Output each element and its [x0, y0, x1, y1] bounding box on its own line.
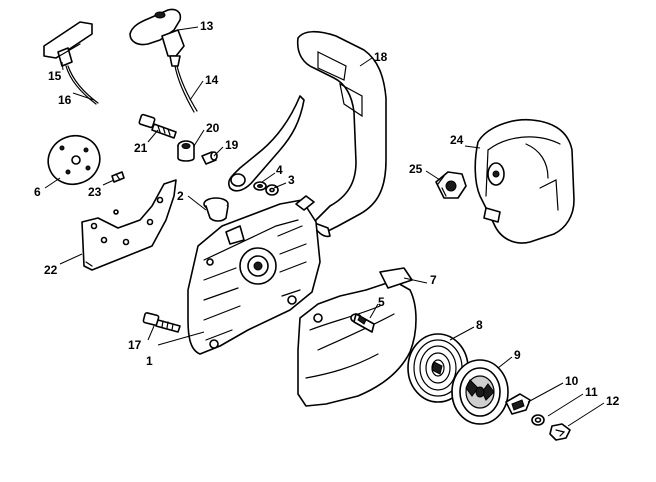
part-7-rope-guide[interactable]: [297, 267, 417, 407]
callout-10: 10: [565, 374, 579, 388]
callout-4: 4: [276, 163, 283, 177]
part-2-cap[interactable]: [203, 197, 229, 222]
callout-15: 15: [48, 69, 62, 83]
part-11-washer[interactable]: [531, 414, 545, 426]
callout-11: 11: [585, 385, 598, 399]
part-14-rope[interactable]: [174, 65, 195, 113]
part-21-screw[interactable]: [138, 113, 177, 139]
part-4-bushing[interactable]: [253, 181, 267, 191]
callout-22: 22: [44, 263, 58, 277]
part-10-pawl[interactable]: [505, 393, 531, 415]
callout-8: 8: [476, 318, 483, 332]
part-3-washer[interactable]: [265, 184, 279, 196]
callout-17: 17: [128, 338, 142, 352]
leader-lines: [44, 26, 605, 427]
callout-13: 13: [200, 19, 214, 33]
part-17-screw[interactable]: [142, 312, 181, 333]
callout-24: 24: [450, 133, 464, 147]
part-20-sleeve[interactable]: [177, 140, 195, 162]
part-5-pin[interactable]: [350, 313, 375, 333]
callout-19: 19: [225, 138, 239, 152]
part-12-spring-clip[interactable]: [549, 423, 571, 441]
callout-6: 6: [34, 185, 41, 199]
callout-21: 21: [134, 141, 148, 155]
callout-3: 3: [288, 173, 295, 187]
callout-25: 25: [409, 162, 423, 176]
part-22-bracket[interactable]: [81, 179, 177, 271]
callout-14: 14: [205, 73, 219, 87]
callout-7: 7: [430, 273, 437, 287]
callout-1: 1: [146, 354, 153, 368]
callout-16: 16: [58, 93, 72, 107]
part-25-nut[interactable]: [435, 171, 467, 199]
callout-9: 9: [514, 348, 521, 362]
part-16-starter-rope[interactable]: [65, 65, 97, 105]
callout-5: 5: [378, 295, 385, 309]
callout-2: 2: [177, 189, 184, 203]
part-24-shroud[interactable]: [474, 118, 575, 244]
part-15-starter-grip[interactable]: [43, 21, 93, 67]
callout-23: 23: [88, 185, 102, 199]
part-6-plate[interactable]: [41, 129, 106, 192]
part-13-elastostart-grip[interactable]: [129, 8, 185, 67]
callout-20: 20: [206, 121, 220, 135]
part-1-fan-housing[interactable]: [187, 195, 321, 355]
callout-labels: 1 2 3 4 5 6 7 8 9 10 11 12 13 14 15 16 1…: [34, 19, 620, 408]
part-19-bushing[interactable]: [201, 151, 218, 165]
callout-18: 18: [374, 50, 388, 64]
part-9-rope-rotor[interactable]: [451, 359, 509, 425]
callout-12: 12: [606, 394, 620, 408]
